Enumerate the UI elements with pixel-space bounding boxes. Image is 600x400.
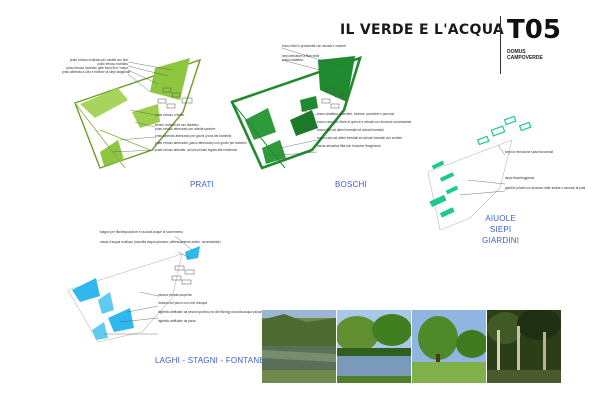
note-label: prato erboso alberato: ad uso privato le… <box>155 148 238 153</box>
note-label: prato erboso inclinato per vasetti con f… <box>69 58 128 62</box>
title-divider <box>500 16 551 74</box>
note-label: bosco fitto ad alberi forestali ed arbus… <box>317 128 384 133</box>
boschi-site-plan <box>230 47 362 170</box>
photo-meadow-tree <box>412 310 486 383</box>
note-label: bosco didattico a sentieri, fontane, pan… <box>317 112 395 116</box>
photo-meadow-tree-drawing <box>412 310 486 383</box>
prati-section-label: PRATI <box>190 180 214 189</box>
note-label: prato erboso a fiorito <box>155 113 185 117</box>
note-label: bosco rado con filare di querce e arbust… <box>317 120 412 125</box>
laghi-notes-top: stagno per fitodepurazione e raccolta ac… <box>100 230 221 245</box>
note-label: siepi arbustive a filari misti <box>282 54 320 59</box>
laghi-section-label: LAGHI - STAGNI - FONTANE <box>155 356 265 365</box>
note-label: prato alberato a ulivi e fioriture di si… <box>62 70 131 75</box>
note-label: prato erboso inclinato <box>97 62 128 67</box>
note-label: fontana del parco con ulivi d'acqua <box>158 301 207 306</box>
laghi-site-plan <box>67 235 200 343</box>
note-label: laghetto artificiale da parco <box>158 319 197 324</box>
aiuole-section-label: AIUOLE SIEPI GIARDINI <box>482 213 519 246</box>
aiuole-notes: siepi di recinzione spazi funzionali sie… <box>505 150 586 191</box>
laghi-notes-right: piscina privata scoperta fontana del par… <box>158 293 265 324</box>
aiuole-label-line: AIUOLE <box>485 214 516 223</box>
note-label: siepi di recinzione spazi funzionali <box>505 150 554 154</box>
prati-notes-top: prato erboso inclinato per vasetti con f… <box>62 58 131 75</box>
note-label: giardini privati con accesso dalle strad… <box>505 186 586 191</box>
note-label: laghetto artificiale da pesca sportiva (… <box>158 310 265 315</box>
note-label: prato alberato attrezzato per giochi (zo… <box>155 134 232 139</box>
photo-dense-forest-drawing <box>487 310 561 383</box>
note-label: stagno per fitodepurazione e raccolta ac… <box>100 230 183 234</box>
siepi-label-line: SIEPI <box>489 225 512 234</box>
photo-lake-trees <box>337 310 411 383</box>
photo-lake-trees-drawing <box>337 310 411 383</box>
note-label: prato erboso attrezzato per attività spo… <box>155 127 216 132</box>
photo-pond-reflection-drawing <box>262 310 336 383</box>
aiuole-site-plan <box>427 115 532 231</box>
boschi-section-label: BOSCHI <box>335 180 367 189</box>
boschi-notes-right: bosco didattico a sentieri, fontane, pan… <box>317 112 412 149</box>
note-label: siepe fiancheggiante <box>505 176 535 181</box>
photo-dense-forest <box>487 310 561 383</box>
boschi-notes-top: bosco fitto in prossimità con arbusti e … <box>282 44 362 62</box>
note-label: bosco rado ad alberi forestali ed arbust… <box>317 136 403 141</box>
note-label: bosco fitto in prossimità con arbusti e … <box>282 44 346 48</box>
project-name-line2: CAMPOVERDE <box>507 55 543 61</box>
note-label: fascia arbustiva fitta con funzione fran… <box>317 144 381 149</box>
project-name-line1: DOMUS <box>507 49 526 55</box>
note-label: vasca d'acqua multiuso (raccolta acqua p… <box>100 240 221 245</box>
note-label: bosco didattico <box>282 58 304 63</box>
giardini-label-line: GIARDINI <box>482 236 520 245</box>
prati-site-plan <box>74 58 202 169</box>
prati-notes-right: prato erboso a fiorito terreni coltivati… <box>155 113 247 153</box>
note-label: terreni coltivati ad uso didattico <box>155 123 199 128</box>
note-label: prato erboso inclinato (alte filari) fio… <box>66 66 128 71</box>
note-label: prato erboso attrezzato (parco attrezzat… <box>155 141 247 146</box>
sheet-code: T05 <box>507 15 561 45</box>
note-label: piscina privata scoperta <box>158 293 192 297</box>
photo-pond-reflection <box>262 310 336 383</box>
page-title: IL VERDE E L'ACQUA <box>340 22 505 38</box>
